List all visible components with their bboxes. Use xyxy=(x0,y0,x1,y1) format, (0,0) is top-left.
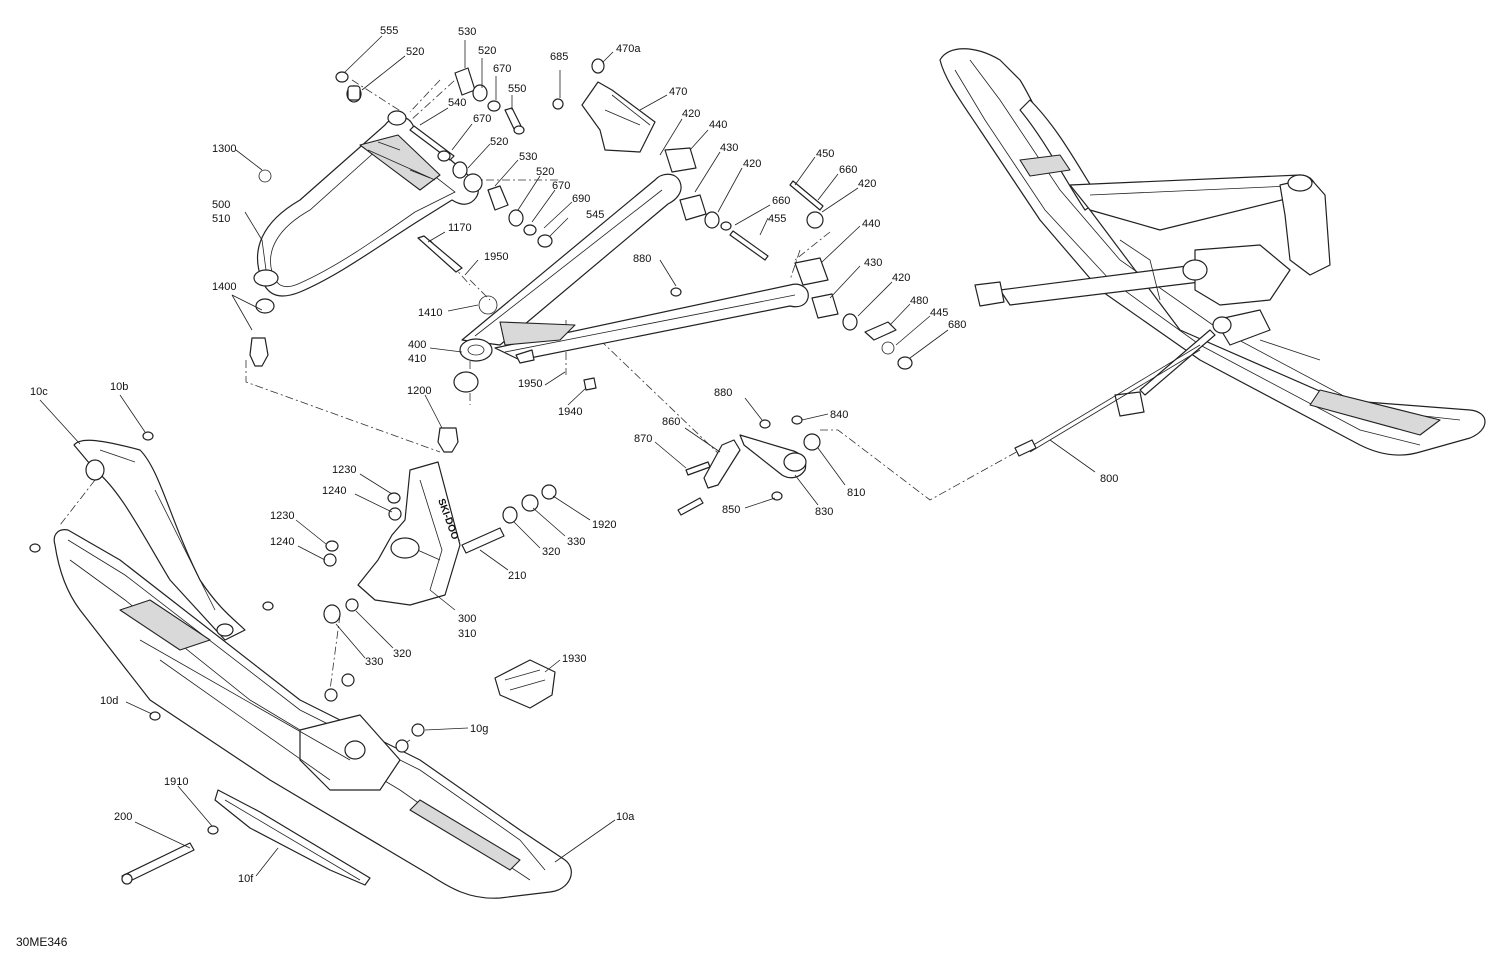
label-1240: 1240 xyxy=(270,536,294,548)
label-520: 520 xyxy=(536,166,554,178)
label-520: 520 xyxy=(406,46,424,58)
label-530: 530 xyxy=(458,26,476,38)
label-330: 330 xyxy=(365,656,383,668)
label-400: 400 xyxy=(408,339,426,351)
leader-lines xyxy=(39,35,1096,877)
label-10c: 10c xyxy=(30,386,48,398)
label-880: 880 xyxy=(714,387,732,399)
label-660: 660 xyxy=(772,195,790,207)
label-470: 470 xyxy=(669,86,687,98)
label-1300: 1300 xyxy=(212,143,236,155)
label-800: 800 xyxy=(1100,473,1118,485)
label-300: 300 xyxy=(458,613,476,625)
label-445: 445 xyxy=(930,307,948,319)
label-880: 880 xyxy=(633,253,651,265)
label-470a: 470a xyxy=(616,43,641,55)
steering-arm xyxy=(677,415,821,516)
label-450: 450 xyxy=(816,148,834,160)
label-870: 870 xyxy=(634,433,652,445)
label-1200: 1200 xyxy=(407,385,431,397)
label-550: 550 xyxy=(508,83,526,95)
part-labels: 555 520 530 520 670 550 685 470a 470 540… xyxy=(16,25,1118,949)
spindle-hardware xyxy=(323,484,557,709)
label-430: 430 xyxy=(720,142,738,154)
left-ski-hardware xyxy=(29,431,425,886)
label-1910: 1910 xyxy=(164,776,188,788)
label-555: 555 xyxy=(380,25,398,37)
label-530: 530 xyxy=(519,151,537,163)
label-1920: 1920 xyxy=(592,519,616,531)
label-410: 410 xyxy=(408,353,426,365)
spindle-300: SKI-DOO xyxy=(357,461,461,606)
label-810: 810 xyxy=(847,487,865,499)
label-10a: 10a xyxy=(616,811,635,823)
label-540: 540 xyxy=(448,97,466,109)
label-840: 840 xyxy=(830,409,848,421)
label-1240: 1240 xyxy=(322,485,346,497)
label-500: 500 xyxy=(212,199,230,211)
label-1930: 1930 xyxy=(562,653,586,665)
label-480: 480 xyxy=(910,295,928,307)
label-440: 440 xyxy=(862,218,880,230)
label-10b: 10b xyxy=(110,381,128,393)
label-670: 670 xyxy=(552,180,570,192)
left-ski-10a xyxy=(53,439,572,899)
label-10f: 10f xyxy=(238,873,254,885)
label-320: 320 xyxy=(542,546,560,558)
label-210: 210 xyxy=(508,570,526,582)
label-330: 330 xyxy=(567,536,585,548)
label-420: 420 xyxy=(682,108,700,120)
label-200: 200 xyxy=(114,811,132,823)
label-10g: 10g xyxy=(470,723,488,735)
label-690: 690 xyxy=(572,193,590,205)
label-1950: 1950 xyxy=(518,378,542,390)
label-420: 420 xyxy=(743,158,761,170)
label-420: 420 xyxy=(858,178,876,190)
label-860: 860 xyxy=(662,416,680,428)
label-660: 660 xyxy=(839,164,857,176)
label-1230: 1230 xyxy=(332,464,356,476)
drawing-code: 30ME346 xyxy=(16,935,68,949)
label-440: 440 xyxy=(709,119,727,131)
right-ski-assembly xyxy=(939,48,1486,457)
label-850: 850 xyxy=(722,504,740,516)
label-685: 685 xyxy=(550,51,568,63)
label-510: 510 xyxy=(212,213,230,225)
lower-a-arm xyxy=(459,173,809,364)
label-1950: 1950 xyxy=(484,251,508,263)
label-1170: 1170 xyxy=(448,222,472,234)
label-310: 310 xyxy=(458,628,476,640)
label-670: 670 xyxy=(473,113,491,125)
label-1940: 1940 xyxy=(558,406,582,418)
label-830: 830 xyxy=(815,506,833,518)
label-420: 420 xyxy=(892,272,910,284)
label-1230: 1230 xyxy=(270,510,294,522)
label-520: 520 xyxy=(478,45,496,57)
label-430: 430 xyxy=(864,257,882,269)
label-545: 545 xyxy=(586,209,604,221)
upper-a-arm xyxy=(253,110,483,297)
label-320: 320 xyxy=(393,648,411,660)
label-10d: 10d xyxy=(100,695,118,707)
label-680: 680 xyxy=(948,319,966,331)
lower-arm-hardware xyxy=(417,147,913,453)
label-1410: 1410 xyxy=(418,307,442,319)
upper-arm-hardware xyxy=(249,67,553,367)
label-1400: 1400 xyxy=(212,281,236,293)
label-520: 520 xyxy=(490,136,508,148)
label-455: 455 xyxy=(768,213,786,225)
bracket-470 xyxy=(552,58,656,153)
label-670: 670 xyxy=(493,63,511,75)
